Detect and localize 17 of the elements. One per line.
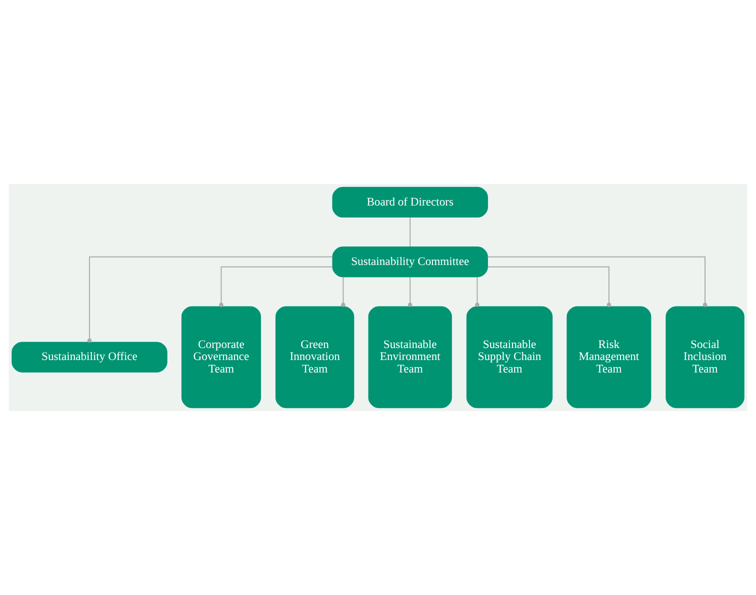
connector [475, 276, 480, 307]
connector [341, 276, 346, 307]
node-box: Sustainable Supply Chain Team [466, 306, 553, 408]
node-box: Sustainability Office [12, 342, 168, 372]
connector [87, 256, 333, 343]
node-box: Sustainable Environment Team [368, 306, 452, 408]
node-box: Corporate Governance Team [181, 306, 261, 408]
connector [487, 256, 708, 307]
node-box: Board of Directors [332, 186, 488, 218]
connector [487, 266, 612, 307]
connector [219, 266, 333, 307]
node-box: Green Innovation Team [275, 306, 354, 408]
node-box: Sustainability Committee [332, 246, 488, 278]
node-box: Social Inclusion Team [666, 306, 744, 408]
connector [408, 276, 412, 307]
node-box: Risk Management Team [566, 306, 652, 408]
connector [410, 216, 411, 248]
